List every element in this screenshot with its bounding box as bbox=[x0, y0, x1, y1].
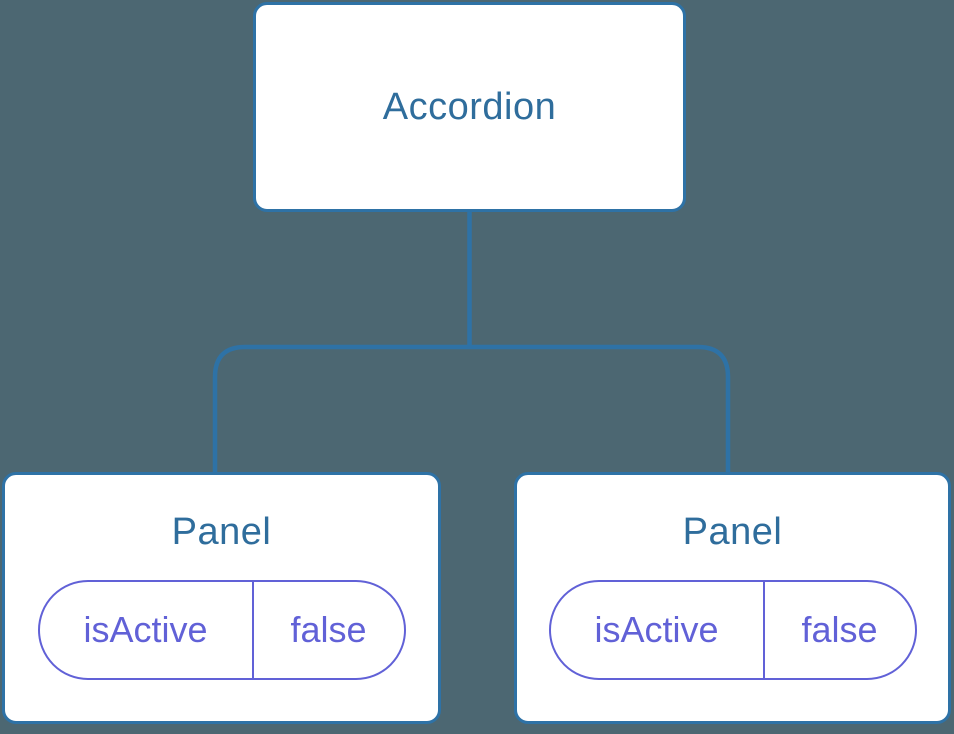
prop-value: false bbox=[801, 609, 878, 650]
node-label: Panel bbox=[682, 511, 783, 553]
tree-node-accordion: Accordion bbox=[253, 2, 686, 212]
prop-pill: isActive false bbox=[548, 580, 917, 680]
tree-node-panel-left: Panel isActive false bbox=[2, 472, 441, 724]
tree-node-panel-right: Panel isActive false bbox=[514, 472, 951, 724]
connector-bracket bbox=[212, 344, 731, 473]
prop-value: false bbox=[290, 609, 367, 650]
prop-name: isActive bbox=[40, 582, 254, 678]
prop-pill: isActive false bbox=[37, 580, 406, 680]
node-label: Panel bbox=[171, 511, 272, 553]
prop-name: isActive bbox=[551, 582, 765, 678]
node-label: Accordion bbox=[382, 85, 557, 128]
